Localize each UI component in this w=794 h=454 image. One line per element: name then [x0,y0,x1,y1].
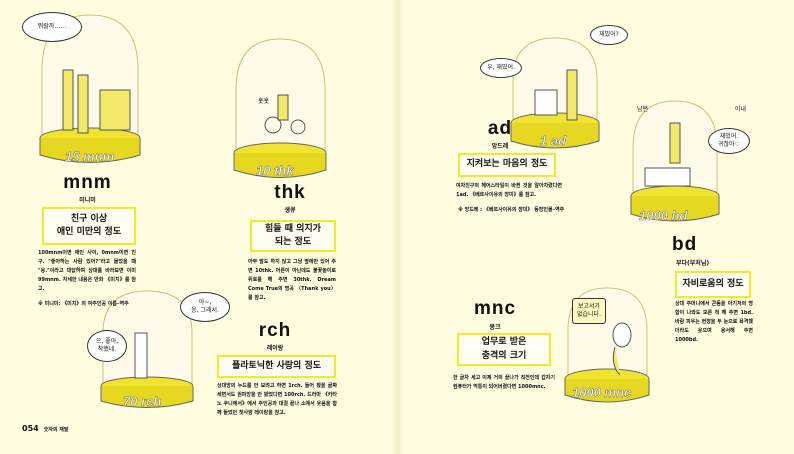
jar-rch-illustration: 70 rch [100,290,194,409]
page-number: 054 [22,424,39,433]
unit-title-rch: rch [258,320,292,341]
footnote: ※ 앙드레 : 《베르사이유의 장미》 등장인물–역주 [458,207,565,213]
unit-reading: 뭉크 [489,324,501,331]
body-text: 상대 주머니에서 콘돔을 아기처의 명함이 나와도 모른 척 해 주면 1bd.… [675,301,753,343]
unit-title-thk: thk [274,182,306,203]
jar-label: 15 mnm [65,149,115,164]
jar-label: 1000 mnc [572,385,632,400]
unit-title-mnm: mnm [63,172,112,193]
jar-thk-illustration: 10 thk [233,38,327,178]
speech-bubble: 뭐랄까…… [22,12,82,42]
speech-text: 아내 [735,106,747,113]
speech-bubble: 우, 재밌어. [480,58,522,78]
body-text: 여자친구의 헤어스타일이 바뀐 것을 알아차렸다면 1ad. 《베르사이유의 장… [456,183,562,198]
page-footer: 054 숫자의 재발 [22,424,68,433]
unit-reading: 생큐 [284,207,296,214]
definition-box: 힘들 때 의지가 되는 정도 [250,220,336,252]
footnote: ※ 미니미: 《미치》의 여주인공 이름–역주 [38,301,129,307]
jar-label: 10 thk [256,163,294,178]
speech-bubble: 재밌어? [590,25,628,45]
speech-text: 훗훗 [258,98,270,105]
definition-box: 자비로움의 정도 [675,271,751,298]
unit-title-mnc: mnc [473,298,517,319]
body-text: 한 글자 세고 이제 거의 끝나가 직전인데 갑자기 컴퓨터가 먹통이 되어버렸… [453,375,555,390]
body-text: 아무 말도 하지 않고 그냥 옆에만 있어 주면 10thk. 어른이 아닌데도… [248,259,336,301]
unit-title-ad: ad [487,118,513,139]
unit-reading: 부다(부처님) [676,260,710,267]
speech-bubble: 아~, 응, 그래서. [180,292,230,322]
jar-ad-illustration: 1 ad [510,37,600,149]
speech-bubble: 으, 좋아, 착했네. [87,330,127,362]
jar-label: 70 rch [123,394,161,409]
jar-bd-illustration: 1000 bd [630,100,720,223]
unit-reading: 미니미 [79,197,96,204]
speech-text: 남편 [637,106,649,113]
body-text: 상대방의 누드를 안 보려고 하면 1rch. 들어 봤을 골짜 세면서도 원피… [217,383,337,416]
body-text: 100mnm이면 애인 사이, 0mnm이면 친구. "좋아하는 사람 있어?"… [38,250,136,292]
jar-mnm-illustration: 15 mnm [39,14,141,164]
jar-label: 1 ad [540,133,567,148]
unit-reading: 앙드레 [491,143,509,150]
definition-box: 플라토닉한 사랑의 정도 [217,355,336,378]
definition-box: 업무로 받은 충격의 크기 [457,333,551,366]
speech-bubble: 재밌어. 귀찮아♡ [708,128,750,154]
unit-title-bd: bd [672,234,698,255]
book-title: 숫자의 재발 [43,427,69,433]
laptop-screen-text: 보고서가 없습니다. [572,298,606,324]
definition-box: 지켜보는 마음의 정도 [458,153,556,177]
definition-box: 친구 이상 애인 미만의 정도 [42,207,136,245]
page-gutter [392,0,404,454]
unit-reading: 레이랑 [266,345,284,352]
jar-label: 1000 bd [639,208,688,223]
